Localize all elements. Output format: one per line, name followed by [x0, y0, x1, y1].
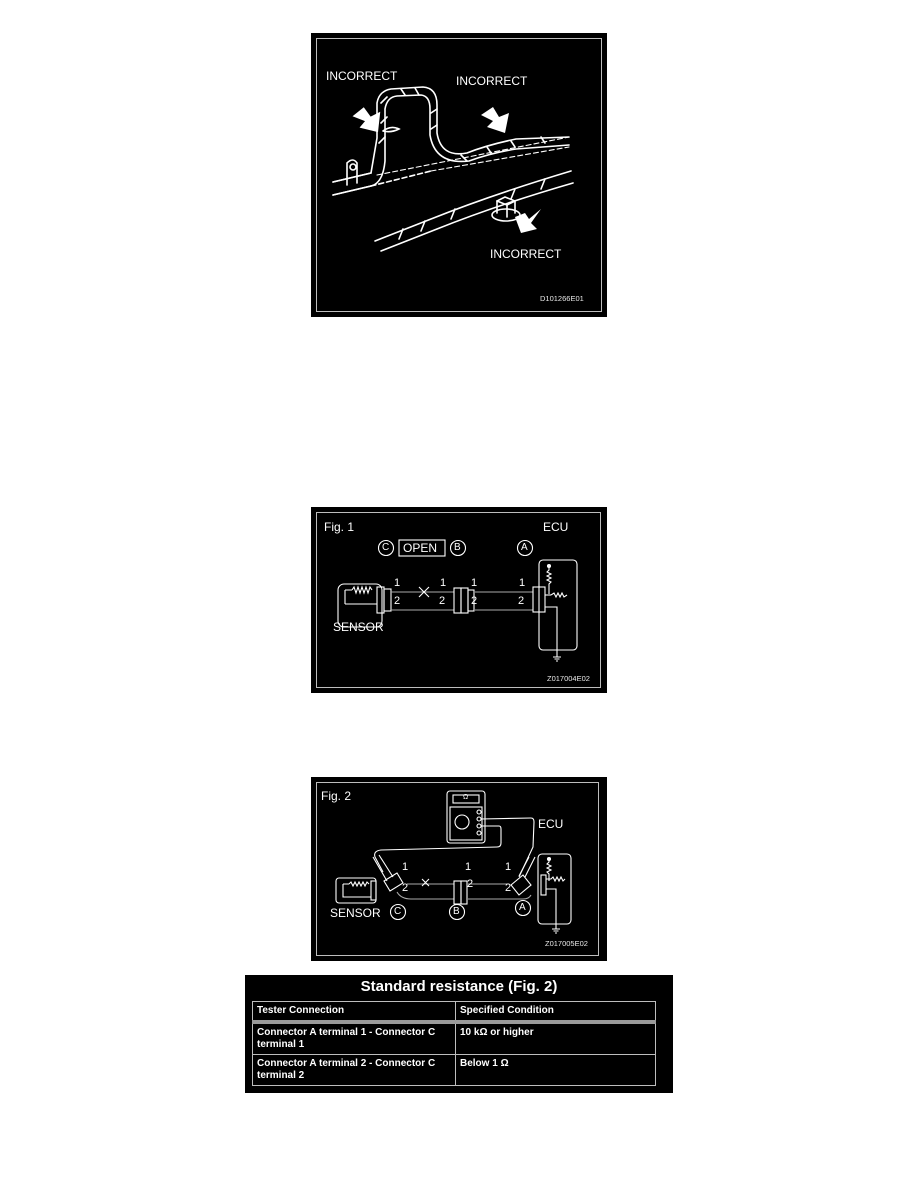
sensor-label: SENSOR — [333, 620, 384, 634]
open-label: OPEN — [403, 541, 438, 555]
harness-routing-figure: INCORRECT INCORRECT INCORRECT D101266E01 — [311, 33, 607, 317]
specified-condition-cell: 10 kΩ or higher — [455, 1021, 656, 1055]
incorrect-label-right: INCORRECT — [456, 74, 528, 88]
terminal-2-label: 2 — [505, 882, 512, 894]
connector-a-label: A — [519, 902, 526, 913]
ecu-label: ECU — [543, 520, 569, 534]
harness-illustration — [332, 86, 574, 252]
fig-1-open-circuit-diagram: Fig. 1 ECU C OPEN B A 1 2 1 2 1 2 1 2 SE… — [311, 507, 607, 693]
terminal-2-label: 2 — [467, 878, 474, 890]
standard-resistance-table: Tester Connection Specified Condition Co… — [252, 1001, 656, 1086]
specified-condition-cell: Below 1 Ω — [455, 1054, 656, 1086]
figure-frame — [316, 512, 601, 688]
figure-code: Z017005E02 — [545, 939, 588, 948]
figure-frame — [316, 38, 602, 312]
terminal-2-label: 2 — [471, 595, 478, 607]
figure-code: D101266E01 — [540, 294, 584, 303]
terminal-1-label: 1 — [394, 577, 401, 589]
tester-connection-cell: Connector A terminal 1 - Connector C ter… — [252, 1021, 456, 1055]
figure-frame — [316, 782, 599, 956]
incorrect-label-left: INCORRECT — [326, 69, 398, 83]
figure-title: Fig. 2 — [321, 789, 352, 803]
fig-2-circuit — [335, 790, 572, 934]
table-header-row: Tester Connection Specified Condition — [252, 1001, 656, 1024]
table-row: Connector A terminal 1 - Connector C ter… — [252, 1021, 656, 1055]
connector-b-label: B — [453, 906, 460, 917]
figure-code: Z017004E02 — [547, 674, 590, 683]
connector-b-label: B — [454, 542, 461, 553]
column-header-specified-condition: Specified Condition — [455, 1001, 656, 1024]
ohmmeter-icon — [446, 790, 486, 844]
tester-connection-cell: Connector A terminal 2 - Connector C ter… — [252, 1054, 456, 1086]
standard-resistance-table-block: Standard resistance (Fig. 2) Tester Conn… — [245, 975, 673, 1093]
terminal-2-label: 2 — [402, 882, 409, 894]
terminal-2-label: 2 — [439, 595, 446, 607]
ohm-symbol: Ω — [463, 794, 469, 801]
table-row: Connector A terminal 2 - Connector C ter… — [252, 1054, 656, 1086]
incorrect-label-bottom: INCORRECT — [490, 247, 562, 261]
connector-c-label: C — [382, 542, 390, 553]
terminal-1-label: 1 — [402, 861, 409, 873]
terminal-1-label: 1 — [465, 861, 472, 873]
table-title: Standard resistance (Fig. 2) — [360, 978, 558, 995]
sensor-label: SENSOR — [330, 906, 381, 920]
fig-2-tester-diagram: Fig. 2 Ω ECU 1 2 1 2 1 2 SENSOR C B A Z0… — [311, 777, 607, 961]
column-header-tester-connection: Tester Connection — [252, 1001, 456, 1024]
terminal-1-label: 1 — [471, 577, 478, 589]
figure-title: Fig. 1 — [324, 520, 355, 534]
connector-c-label: C — [394, 906, 402, 917]
terminal-2-label: 2 — [394, 595, 401, 607]
terminal-2-label: 2 — [518, 595, 525, 607]
terminal-1-label: 1 — [440, 577, 447, 589]
terminal-1-label: 1 — [505, 861, 512, 873]
fig-1-circuit — [337, 539, 578, 662]
ecu-label: ECU — [538, 817, 564, 831]
terminal-1-label: 1 — [519, 577, 526, 589]
connector-a-label: A — [521, 542, 528, 553]
